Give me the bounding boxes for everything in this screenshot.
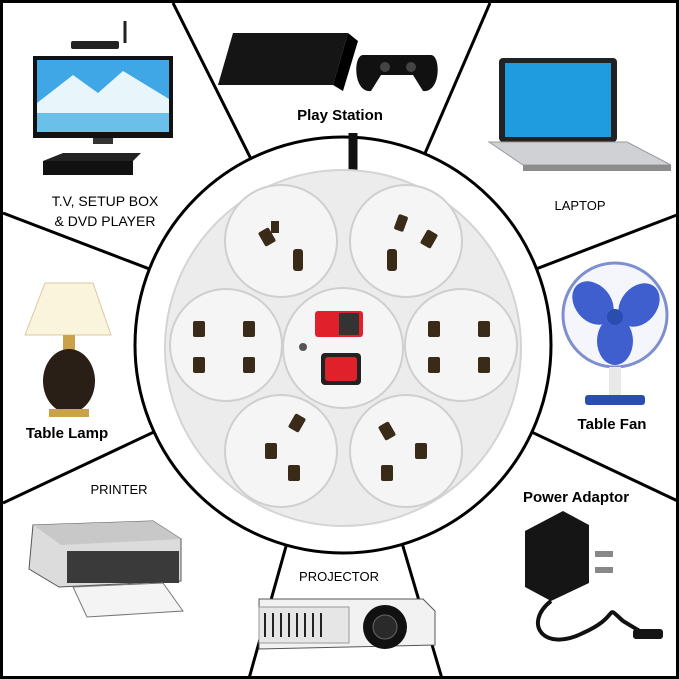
- socket-top-left: [224, 184, 338, 298]
- power-strip: [164, 169, 522, 527]
- socket-mid-left: [169, 288, 283, 402]
- label-play-station: Play Station: [297, 107, 383, 124]
- printer-illustration: [28, 520, 184, 618]
- socket-mid-right: [404, 288, 518, 402]
- label-printer: PRINTER: [90, 482, 148, 497]
- table-lamp-illustration: [24, 282, 112, 417]
- socket-bottom-right: [349, 394, 463, 508]
- socket-top-right: [349, 184, 463, 298]
- label-tv-line2: & DVD PLAYER: [54, 213, 156, 229]
- label-table-lamp: Table Lamp: [25, 425, 109, 442]
- tv-illustration: [33, 21, 173, 175]
- indicator-light: [299, 343, 307, 351]
- play-station-illustration: [218, 33, 438, 92]
- power-adaptor-illustration: [525, 511, 663, 642]
- label-table-fan: Table Fan: [577, 416, 647, 433]
- label-tv-line1: T.V, SETUP BOX: [51, 193, 159, 209]
- artwork: [3, 3, 676, 676]
- label-laptop: LAPTOP: [554, 198, 606, 213]
- laptop-illustration: [487, 58, 672, 171]
- projector-illustration: [258, 598, 436, 650]
- label-projector: PROJECTOR: [299, 569, 379, 584]
- socket-bottom-left: [224, 394, 338, 508]
- label-power-adaptor: Power Adaptor: [522, 489, 630, 506]
- table-fan-illustration: [561, 261, 669, 405]
